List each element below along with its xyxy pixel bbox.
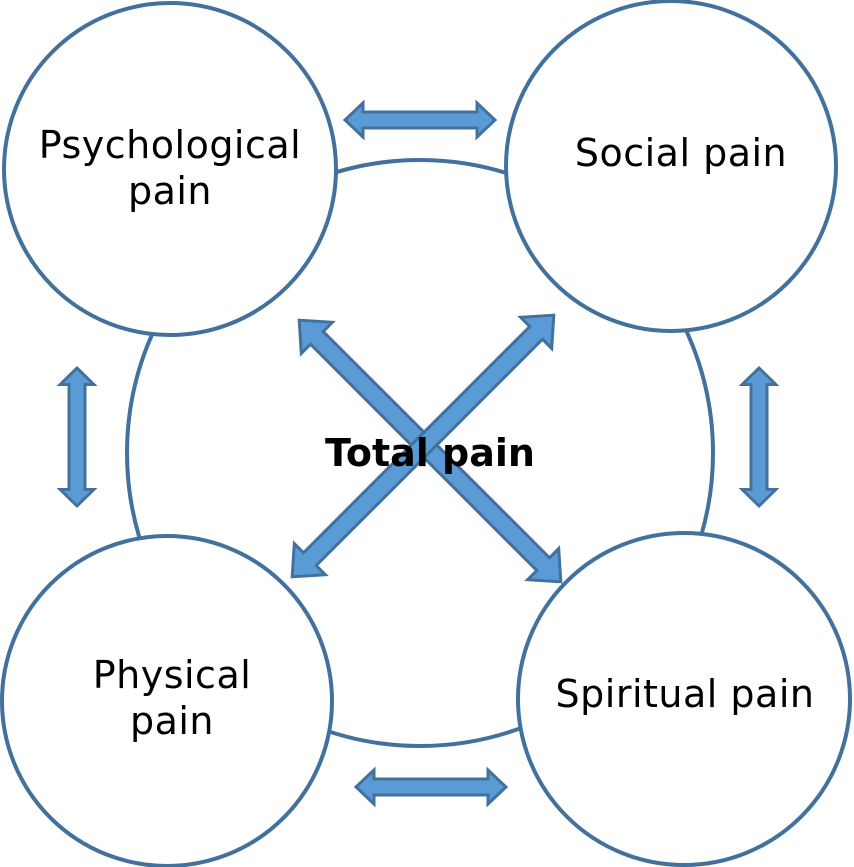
arrow-physical-spiritual <box>354 768 508 806</box>
social-pain-label: Social pain <box>516 125 846 181</box>
arrow-psychological-social <box>343 101 497 139</box>
psychological-pain-label: Psychological pain <box>10 118 330 218</box>
arrow-psychological-physical <box>58 366 96 508</box>
social-pain-circle <box>504 0 838 333</box>
total-pain-text: Total pain <box>325 430 535 475</box>
spiritual-pain-line1: Spiritual pain <box>555 671 815 716</box>
spiritual-pain-circle <box>516 531 852 867</box>
spiritual-pain-label: Spiritual pain <box>522 666 848 722</box>
physical-pain-circle <box>0 534 334 867</box>
physical-pain-line2: pain <box>129 699 215 743</box>
physical-pain-line1: Physical <box>92 652 252 697</box>
social-pain-line1: Social pain <box>574 130 788 175</box>
total-pain-label: Total pain <box>280 428 580 478</box>
psychological-pain-circle <box>2 1 338 337</box>
psychological-pain-line1: Psychological <box>38 122 302 167</box>
arrow-social-spiritual <box>740 366 778 508</box>
psychological-pain-line2: pain <box>127 169 213 213</box>
physical-pain-label: Physical pain <box>12 648 332 748</box>
